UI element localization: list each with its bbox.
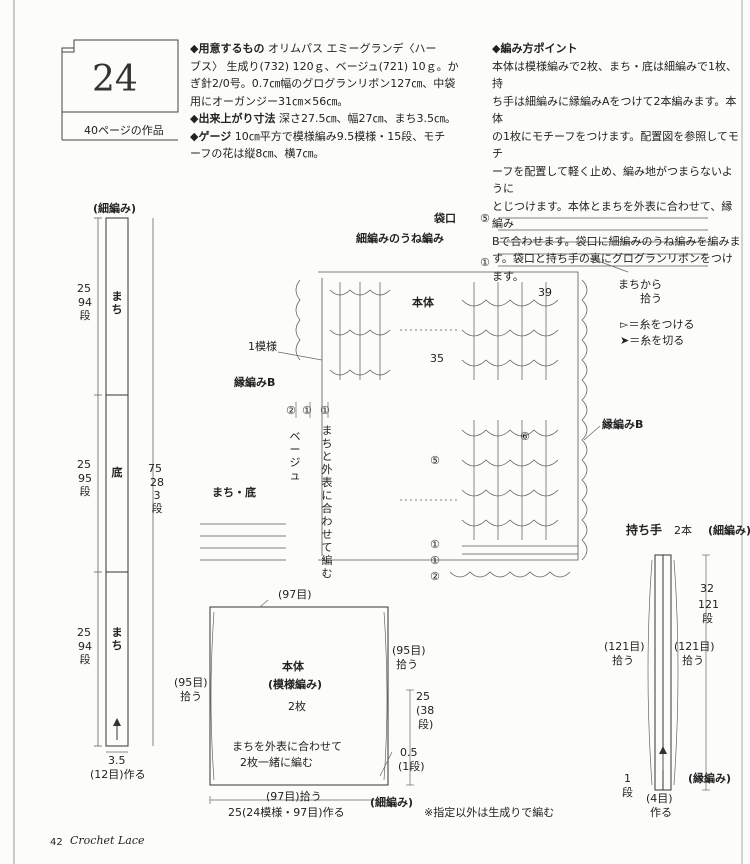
chart-ichi: 1模様 <box>248 340 277 353</box>
chart-legend2: ➤＝糸を切る <box>620 334 685 347</box>
chart-r1: ① <box>480 256 490 269</box>
handle-h2: 121 <box>698 598 719 611</box>
materials-text-2: ブス〉 生成り(732) 120ｇ、ベージュ(721) 10ｇ。か <box>190 59 459 73</box>
handle-right2: 拾う <box>682 654 704 667</box>
chart-r1l2: ① <box>320 404 330 417</box>
strip-machi-bottom: まち <box>111 626 123 652</box>
layout-note2: 2枚一緒に編む <box>240 756 313 769</box>
layout-title: 本体 <box>282 660 304 673</box>
pattern-number: 24 <box>92 59 138 100</box>
chart-fuchiB2: 縁編みB <box>602 418 644 431</box>
chart-r35: 35 <box>430 352 444 365</box>
layout-note1: まちを外表に合わせて <box>232 740 342 753</box>
points-line-6: Bで合わせます。袋口に細編みのうね編みを編みま <box>492 234 741 248</box>
chart-r1b: ① <box>430 538 440 551</box>
chart-une: 細編みのうね編み <box>356 232 444 245</box>
chart-r1l: ① <box>302 404 312 417</box>
handle-bottom3: (4目) <box>646 792 673 805</box>
layout-small1: 0.5 <box>400 746 418 759</box>
strip-dim2b: 95段 <box>78 472 92 498</box>
handle-left1: (121目) <box>604 640 645 653</box>
strip-width: 3.5 <box>108 754 126 767</box>
chart-r2l: ② <box>286 404 296 417</box>
handle-type: (細編み) <box>708 524 750 537</box>
materials-block: ◆用意するもの オリムパス エミーグランデ〈ハー ブス〉 生成り(732) 12… <box>190 40 480 163</box>
points-line-4: ーフを配置して軽く止め、編み地がつまらないように <box>492 164 733 196</box>
chart-fukuro: 袋口 <box>434 212 456 225</box>
chart-machikara: まちから <box>618 278 662 291</box>
chart-hirou: 拾う <box>640 292 662 305</box>
layout-left2: 拾う <box>180 690 202 703</box>
layout-count: 2枚 <box>288 700 306 713</box>
layout-sub: (模様編み) <box>268 678 323 691</box>
points-line-3: の1枚にモチーフをつけます。配置図を参照してモチ <box>492 129 739 161</box>
size-text: 深さ27.5㎝、幅27㎝、まち3.5㎝。 <box>278 112 456 125</box>
materials-text-1: オリムパス エミーグランデ〈ハー <box>267 42 437 55</box>
points-label: ◆編み方ポイント <box>492 42 578 55</box>
handle-bottom4: 作る <box>650 806 672 819</box>
strip-dim1b: 94段 <box>78 296 92 322</box>
layout-h3: 段) <box>418 718 434 731</box>
chart-beige: ベージュ <box>289 430 301 482</box>
gauge-text-1: 10㎝平方で模様編み9.5模様・15段、モチ <box>234 129 446 143</box>
size-label: ◆出来上がり寸法 <box>190 112 276 125</box>
gauge-text-2: ーフの花は縦8㎝、横7㎝。 <box>190 147 325 160</box>
layout-hosoami: (細編み) <box>370 796 414 809</box>
layout-bottom2: 25(24模様・97目)作る <box>228 806 345 819</box>
handle-bottom1: 1 <box>624 772 631 785</box>
chart-machisoko: まち・底 <box>212 486 256 499</box>
layout-footnote: ※指定以外は生成りで編む <box>424 806 555 819</box>
layout-bottom1: (97目)拾う <box>266 790 322 803</box>
layout-small2: (1段) <box>398 760 425 773</box>
pattern-ref: 40ページの作品 <box>84 124 164 137</box>
handle-bottom2: 段 <box>622 786 633 799</box>
gauge-label: ◆ゲージ <box>190 129 232 143</box>
handle-h1: 32 <box>700 582 714 595</box>
strip-machi-top: まち <box>111 290 123 316</box>
materials-label: ◆用意するもの <box>190 42 265 55</box>
strip-soko: 底 <box>111 466 123 479</box>
layout-right2: 拾う <box>396 658 418 671</box>
handle-title: 持ち手 <box>626 523 663 537</box>
chart-honntai: 本体 <box>412 296 434 309</box>
strip-total1: 75 <box>148 462 162 475</box>
strip-dim3b: 94段 <box>78 640 92 666</box>
materials-text-3: ぎ針2/0号。0.7㎝幅のグログランリボン127㎝、中袋 <box>190 77 456 90</box>
strip-top-label: (細編み) <box>93 202 137 215</box>
points-block: ◆編み方ポイント 本体は模様編みで2枚、まち・底は細編みで1枚、持 ち手は細編み… <box>492 40 742 285</box>
chart-r5b: ⑤ <box>430 454 440 467</box>
layout-right1: (95目) <box>392 644 426 657</box>
chart-r39: 39 <box>538 286 552 299</box>
points-line-1: 本体は模様編みで2枚、まち・底は細編みで1枚、持 <box>492 59 737 91</box>
footer-title: Crochet Lace <box>70 834 145 847</box>
chart-fuchiB: 縁編みB <box>234 376 276 389</box>
strip-dim1: 25 <box>77 282 91 295</box>
strip-width2: (12目)作る <box>90 768 146 781</box>
layout-top: (97目) <box>278 588 312 601</box>
strip-total2: 283段 <box>150 476 164 515</box>
points-line-5: とじつけます。本体とまちを外表に合わせて、縁編み <box>492 199 733 231</box>
chart-r5: ⑤ <box>480 212 490 225</box>
materials-text-4: 用にオーガンジー31㎝×56㎝。 <box>190 94 349 108</box>
chart-r6: ⑥ <box>520 430 530 443</box>
chart-r1c: ① <box>430 554 440 567</box>
layout-h1: 25 <box>416 690 430 703</box>
strip-dim2: 25 <box>77 458 91 471</box>
chart-r2: ② <box>430 570 440 583</box>
points-line-2: ち手は細編みに縁編みAをつけて2本編みます。本体 <box>492 94 737 126</box>
handle-fuchi: (縁編み) <box>688 772 732 785</box>
handle-right1: (121目) <box>674 640 715 653</box>
strip-dim3: 25 <box>77 626 91 639</box>
chart-legend1: ▻＝糸をつける <box>620 318 695 331</box>
handle-left2: 拾う <box>612 654 634 667</box>
footer-page: 42 <box>50 837 63 848</box>
handle-count: 2本 <box>674 524 692 537</box>
chart-awase: まちと外表に合わせて編む <box>321 424 333 580</box>
layout-left1: (95目) <box>174 676 208 689</box>
handle-h3: 段 <box>702 612 713 625</box>
layout-h2: (38 <box>416 704 435 717</box>
points-line-7: す。袋口と持ち手の裏にグログランリボンをつけます。 <box>492 252 733 283</box>
